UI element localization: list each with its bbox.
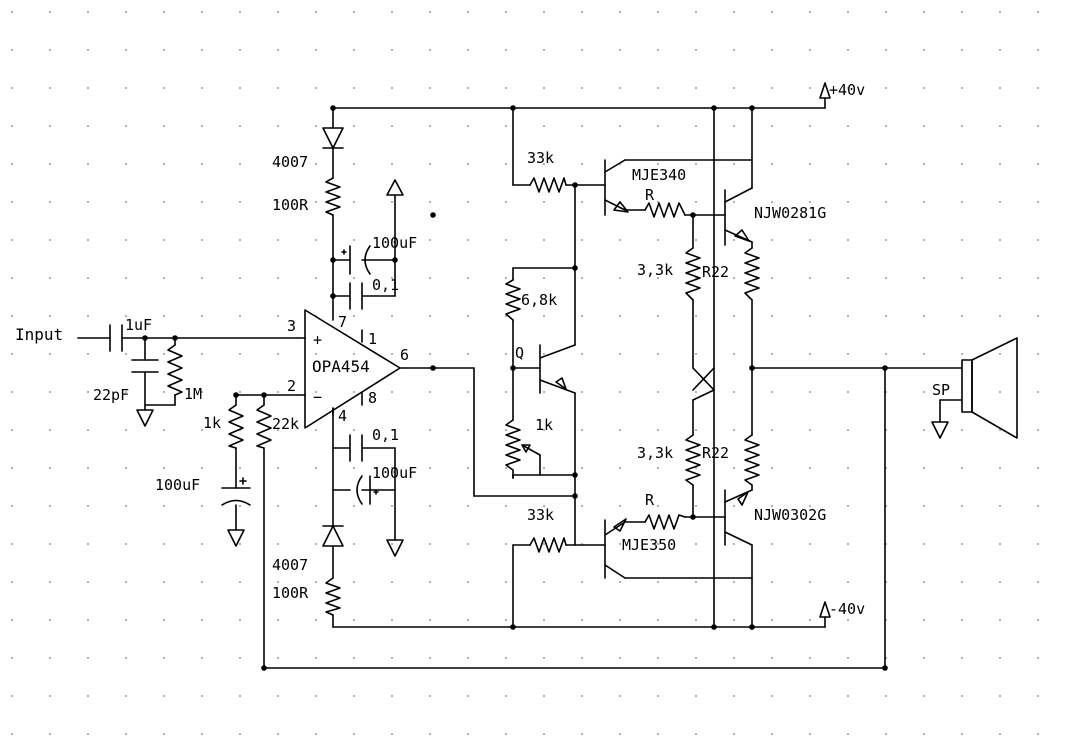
capacitor-top-electrolytic-label: 100uF xyxy=(372,234,417,252)
resistor-33k-bottom-label: 33k xyxy=(527,506,554,524)
resistor-1m-symbol xyxy=(167,344,183,396)
capacitor-22pf-label: 22pF xyxy=(93,386,129,404)
transistor-q-symbol xyxy=(539,344,576,394)
capacitor-100uf-feedback-symbol xyxy=(221,477,251,506)
wires xyxy=(77,97,963,669)
opamp-pin-7: 7 xyxy=(338,313,347,331)
resistor-33k-top-symbol xyxy=(529,177,567,193)
resistor-3-3k-bottom-label: 3,3k xyxy=(637,444,673,462)
diode-bottom-symbol xyxy=(322,525,344,547)
resistor-1k-feedback-label: 1k xyxy=(203,414,221,432)
resistor-6-8k-label: 6,8k xyxy=(521,291,557,309)
opamp-pin-4: 4 xyxy=(338,407,347,425)
resistor-r22-top-label: R22 xyxy=(702,263,729,281)
diode-top-symbol xyxy=(322,127,344,149)
ground-icon xyxy=(931,421,949,439)
ground-icon xyxy=(136,409,154,427)
resistor-bottom-100r-label: 100R xyxy=(272,584,309,602)
resistor-33k-bottom-symbol xyxy=(529,537,567,553)
transistor-njw0281g-label: NJW0281G xyxy=(754,204,826,222)
capacitor-top-ceramic-symbol xyxy=(349,282,363,310)
opamp-name: OPA454 xyxy=(312,357,370,376)
input-capacitor-symbol xyxy=(109,324,123,352)
ground-icon xyxy=(227,529,245,547)
capacitor-bottom-electrolytic-label: 100uF xyxy=(372,464,417,482)
opamp-pin-1: 1 xyxy=(368,330,377,348)
capacitor-bottom-ceramic-label: 0,1 xyxy=(372,426,399,444)
resistor-r22-bottom-label: R22 xyxy=(702,444,729,462)
resistor-1m-label: 1M xyxy=(184,385,202,403)
ground-icon xyxy=(386,539,404,557)
grid-dots xyxy=(11,11,1039,735)
opamp-pin-6: 6 xyxy=(400,346,409,364)
resistor-r-bottom-symbol xyxy=(644,514,686,530)
speaker-label: SP xyxy=(932,381,950,399)
potentiometer-1k-label: 1k xyxy=(535,416,553,434)
resistor-3-3k-top-symbol xyxy=(685,247,701,301)
capacitor-bottom-ceramic-symbol xyxy=(349,434,363,462)
input-label: Input xyxy=(15,325,63,344)
opamp-pin-3: 3 xyxy=(287,317,296,335)
transistor-mje340-label: MJE340 xyxy=(632,166,686,184)
potentiometer-1k-symbol xyxy=(505,419,541,479)
rail-pos-label: +40v xyxy=(829,81,865,99)
resistor-r-top-symbol xyxy=(644,202,686,218)
capacitor-22pf-symbol xyxy=(131,359,159,373)
transistor-mje340-symbol xyxy=(604,159,629,216)
resistor-r-bottom-label: R xyxy=(645,491,655,509)
capacitor-top-ceramic-label: 0,1 xyxy=(372,276,399,294)
resistor-top-100r-symbol xyxy=(325,177,341,216)
resistor-22k-feedback-symbol xyxy=(256,404,272,449)
transistor-mje350-label: MJE350 xyxy=(622,536,676,554)
capacitor-top-electrolytic-symbol xyxy=(341,245,371,275)
resistor-3-3k-bottom-symbol xyxy=(685,434,701,486)
resistor-r-top-label: R xyxy=(645,186,655,204)
resistor-6-8k-symbol xyxy=(505,279,521,321)
supply-arrow-icon xyxy=(386,179,404,196)
capacitor-100uf-feedback-label: 100uF xyxy=(155,476,200,494)
transistor-njw0302g-symbol xyxy=(724,489,753,546)
resistor-33k-top-label: 33k xyxy=(527,149,554,167)
resistor-3-3k-top-label: 3,3k xyxy=(637,261,673,279)
opamp-minus: − xyxy=(313,388,322,406)
resistor-top-100r-label: 100R xyxy=(272,196,309,214)
resistor-22k-feedback-label: 22k xyxy=(272,415,299,433)
rail-neg-label: -40v xyxy=(829,600,865,618)
rail-pos-arrow-icon xyxy=(819,82,831,99)
opamp-plus: + xyxy=(313,331,322,349)
transistor-njw0281g-symbol xyxy=(724,187,753,246)
diode-top-label: 4007 xyxy=(272,153,308,171)
opamp-pin-8: 8 xyxy=(368,389,377,407)
transistor-njw0302g-label: NJW0302G xyxy=(754,506,826,524)
resistor-r22-bottom-symbol xyxy=(744,434,760,486)
capacitor-bottom-electrolytic-symbol xyxy=(356,475,379,505)
transistor-mje350-symbol xyxy=(604,518,627,579)
resistor-1k-feedback-symbol xyxy=(228,404,244,449)
opamp-symbol xyxy=(297,309,401,429)
opamp-pin-2: 2 xyxy=(287,377,296,395)
diode-bottom-label: 4007 xyxy=(272,556,308,574)
junctions xyxy=(142,105,888,671)
input-capacitor-label: 1uF xyxy=(125,316,152,334)
resistor-r22-top-symbol xyxy=(744,247,760,301)
resistor-bottom-100r-symbol xyxy=(325,577,341,616)
transistor-q-label: Q xyxy=(515,344,524,362)
rail-neg-arrow-icon xyxy=(819,601,831,618)
speaker-icon xyxy=(961,337,1018,439)
